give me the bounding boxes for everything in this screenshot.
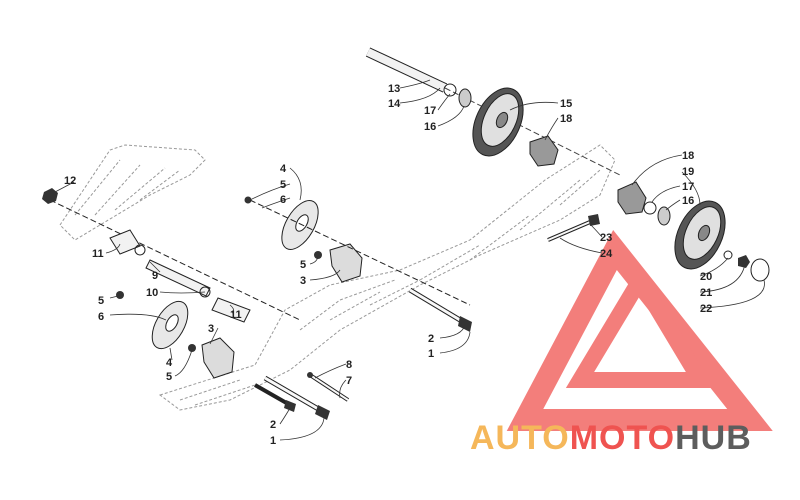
watermark-auto: AUTO [470,419,570,457]
skid-rail-front [158,144,616,411]
callout-17-right: 17 [682,181,694,193]
callout-1-mid: 1 [428,348,434,360]
callout-10: 10 [146,287,158,299]
watermark-hub: HUB [675,419,752,457]
idler-wheel-15 [472,87,524,157]
callout-13: 13 [388,83,400,95]
skid-rail-rear [59,144,206,241]
hub-18-right [617,181,647,215]
hex-nut-12 [42,188,58,204]
callout-14: 14 [388,98,401,110]
callout-18-right: 18 [682,150,694,162]
callout-16-right: 16 [682,195,694,207]
callout-11-lower: 11 [230,309,242,321]
callout-7: 7 [346,375,352,387]
spacer-tube-9 [145,259,211,297]
callout-3-lower: 3 [208,323,214,335]
callout-1-lower: 1 [270,435,276,447]
axle-13 [365,47,621,176]
callout-23: 23 [600,232,612,244]
callout-5-lower-left: 5 [98,295,104,307]
watermark-moto: MOTO [570,419,675,457]
callout-5-mid-lower: 5 [300,259,306,271]
idler-wheel-lower-left [151,300,189,350]
nut-5-mid-a [244,196,252,204]
callout-21: 21 [700,287,712,299]
callout-5-lower: 5 [166,371,172,383]
callout-17-upper: 17 [424,105,436,117]
callout-9: 9 [152,270,158,282]
callout-8: 8 [346,359,352,371]
callout-3-mid: 3 [300,275,306,287]
spacer-tube-11-lower [211,297,251,323]
bolt-7 [307,372,350,402]
callout-16-upper: 16 [424,121,436,133]
callout-4-mid: 4 [280,163,287,175]
callout-19: 19 [682,166,694,178]
logo-inner-mark [565,264,715,388]
callout-labels: 12 11 9 10 5 6 11 3 4 5 4 5 6 5 3 13 14 … [64,83,712,447]
callout-12: 12 [64,175,76,187]
callout-6-lower-left: 6 [98,311,104,323]
callout-24: 24 [600,248,613,260]
bolt-1-lower [254,375,330,420]
watermark-logo [506,229,773,431]
callout-11-upper: 11 [92,248,104,260]
nut-5-lower-left [116,291,124,299]
callout-2-mid: 2 [428,333,434,345]
washer-20 [723,250,733,260]
washer-10-a [134,244,146,256]
cap-22 [750,258,770,282]
bolt-23 [547,214,600,242]
callout-20: 20 [700,271,712,283]
callout-4-lower: 4 [166,357,173,369]
cross-shaft-rear [42,188,301,321]
wheel-bracket-3-mid [329,243,363,283]
callout-6-mid: 6 [280,194,286,206]
callout-15: 15 [560,98,572,110]
callout-2-lower: 2 [270,419,276,431]
bearing-16-upper [458,88,472,108]
bearing-16-right [657,206,671,226]
clip-17-upper [443,83,457,97]
wheel-bracket-3-lower [201,337,235,379]
callout-22: 22 [700,303,712,315]
clip-17-right [643,201,657,215]
callout-5-mid-upper: 5 [280,179,286,191]
leader-lines [54,79,765,441]
logo-triangle [506,229,773,431]
hub-18-upper [529,135,559,167]
bolt-1-mid [408,287,472,332]
nut-21 [738,255,750,268]
nut-5-lower-b [188,344,196,352]
idler-wheel-19 [674,200,726,270]
watermark-text: AUTOMOTOHUB [470,419,752,457]
callout-18-upper: 18 [560,113,572,125]
